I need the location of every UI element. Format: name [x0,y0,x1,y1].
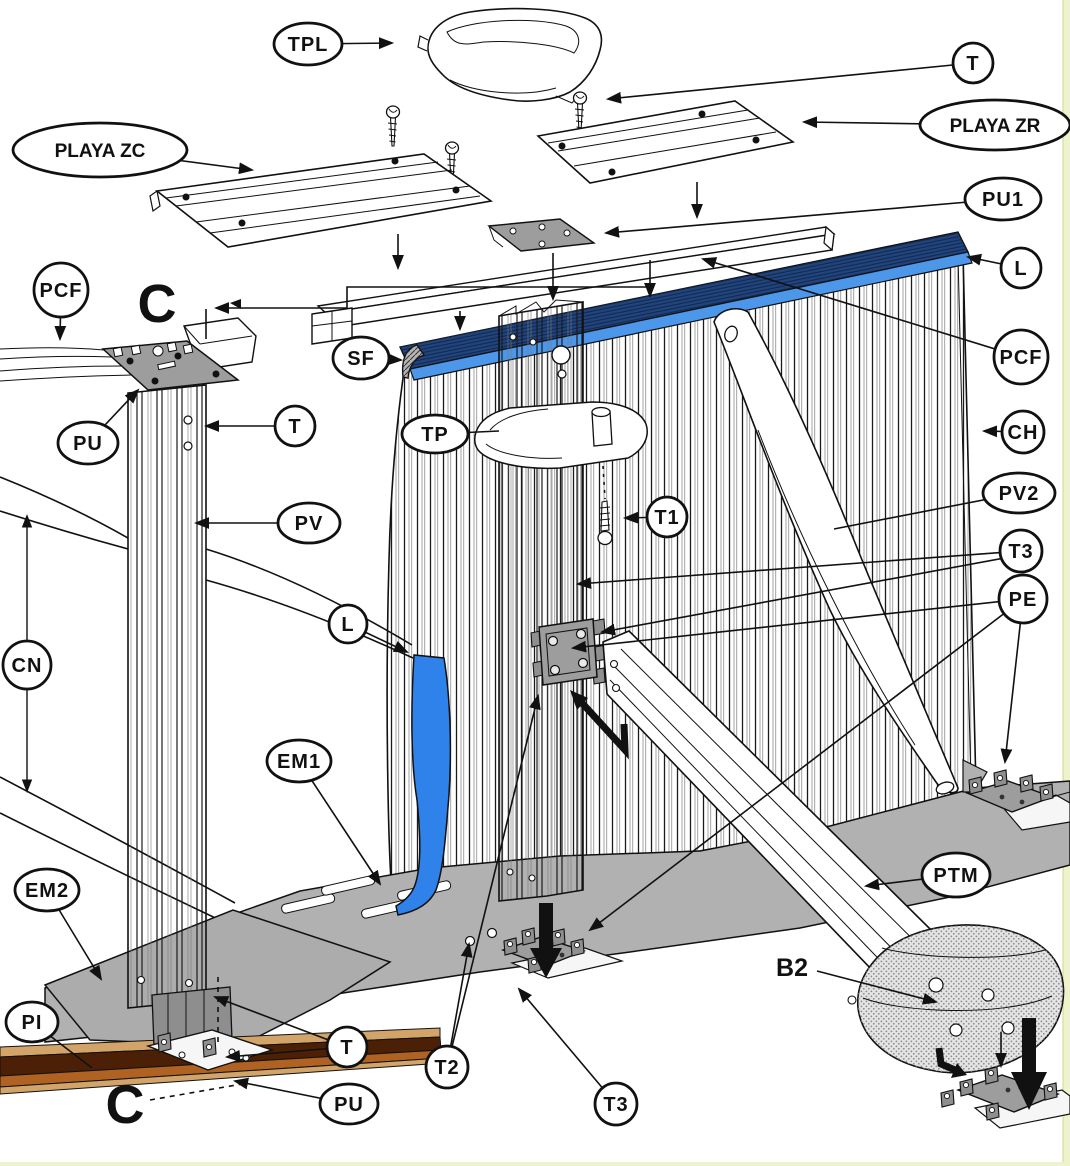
mid-rail-curve-left [0,476,129,550]
svg-text:PU: PU [73,433,103,455]
top-plate-pu1 [487,218,596,252]
callout-t3-right: T3 [998,528,1044,574]
wall-hinge-plate [530,618,608,686]
svg-text:PLAYA ZR: PLAYA ZR [950,116,1041,137]
callout-l-right: L [999,246,1043,290]
svg-text:SF: SF [347,348,375,370]
callout-t3-bottom: T3 [593,1081,639,1127]
svg-text:EM2: EM2 [25,880,69,902]
mid-rail-curve-right [205,548,414,659]
top-ledge-rail-zc [149,153,494,248]
callout-ch: CH [1000,409,1046,455]
screw-t1 [597,500,613,546]
svg-text:TP: TP [421,424,449,446]
callout-sf: SF [331,335,391,381]
svg-text:TPL: TPL [288,34,329,56]
callout-bubbles: TPL T PLAYA ZC PLAYA ZR PU1 L PCF CH [1,21,1070,1135]
svg-text:PLAYA ZC: PLAYA ZC [55,141,146,162]
callout-pe: PE [997,573,1049,625]
svg-text:PU1: PU1 [982,189,1024,211]
callout-playa-zc: PLAYA ZC [11,121,189,179]
svg-text:CH: CH [1008,422,1039,444]
callout-pv2: PV2 [981,471,1057,515]
insert-direction-arrows [530,690,1047,1110]
callout-tp: TP [400,413,470,455]
callout-em2: EM2 [13,867,81,913]
callout-t1: T1 [645,495,689,539]
svg-text:T1: T1 [654,507,679,529]
svg-text:L: L [341,614,354,636]
wall-brace-pv2 [713,308,959,795]
callout-pu-bottom: PU [318,1082,380,1126]
svg-text:T: T [966,53,979,75]
liner-hanging-strip [395,654,452,916]
callout-tpl: TPL [272,21,344,67]
callout-em1: EM1 [265,738,333,784]
svg-text:PCF: PCF [40,280,83,302]
center-post [498,299,584,902]
band-screw-hole [486,927,498,939]
callout-ptm: PTM [920,851,992,899]
band-screw-hole [464,935,476,947]
svg-text:T: T [288,416,301,438]
callout-t-bottom: T [325,1025,369,1069]
callout-pcf-left: PCF [32,261,90,319]
svg-text:EM1: EM1 [277,751,321,773]
assembly-arrows [205,182,703,339]
top-ledge-rail-zr [536,100,795,184]
upright-post-left [127,384,207,1009]
svg-text:T: T [340,1037,353,1059]
svg-text:T3: T3 [603,1094,628,1116]
callout-cn: CN [1,639,53,691]
alignment-dashes [149,465,606,1101]
svg-text:CN: CN [12,655,43,677]
svg-text:PU: PU [334,1094,364,1116]
callout-t2: T2 [424,1044,470,1090]
svg-text:L: L [1014,258,1027,280]
screw-t-right-rail [572,91,588,133]
svg-text:T2: T2 [434,1057,459,1079]
callout-t-top: T [951,41,995,85]
base-plate-right [962,759,1070,831]
callout-playa-zr: PLAYA ZR [918,98,1070,152]
wall-edge-cap-sf [401,344,426,379]
callout-pu1: PU1 [963,176,1043,222]
svg-text:PCF: PCF [1000,347,1043,369]
top-rail-curve-left [0,347,133,382]
svg-text:PTM: PTM [933,865,978,887]
top-cap-tpl [417,7,603,104]
svg-text:PE: PE [1009,589,1038,611]
callout-pu-left: PU [56,420,120,466]
svg-text:T3: T3 [1008,541,1033,563]
top-plate-pu-left [101,340,240,391]
label-b2: B2 [776,954,808,982]
corner-marker-top: C [138,274,177,334]
callout-pcf-right: PCF [992,328,1050,386]
svg-text:PV2: PV2 [999,483,1040,505]
base-plate-bottom-right [940,1066,1070,1129]
top-rail-support-tp [473,401,648,470]
brace-foot-b2 [857,924,1065,1074]
callout-l-mid: L [327,603,369,645]
svg-text:PI: PI [22,1012,43,1034]
corner-marker-bottom: C [106,1075,145,1135]
screw-t-left-rail [385,105,401,147]
callout-t-left: T [273,404,317,448]
callout-pv: PV [276,501,342,545]
post-base-left [145,986,275,1071]
callout-pi: PI [4,1000,60,1044]
svg-text:PV: PV [295,513,324,535]
